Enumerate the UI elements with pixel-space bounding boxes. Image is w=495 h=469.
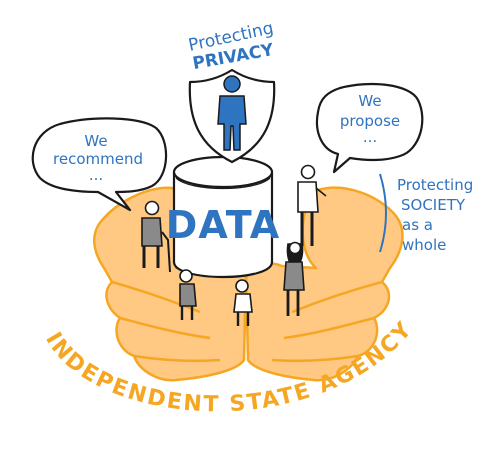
society-bracket <box>379 173 387 253</box>
adult-standing-icon <box>297 164 327 246</box>
left-speech-bubble-icon <box>31 117 168 212</box>
right-bubble-line1: We <box>358 92 381 110</box>
society-line4: whole <box>402 236 446 254</box>
person-icon <box>217 75 247 151</box>
left-bubble-line1: We <box>84 132 107 150</box>
data-label: DATA <box>166 203 280 247</box>
right-bubble-line3: ... <box>363 128 377 146</box>
open-hands <box>93 186 404 382</box>
society-line1: Protecting <box>397 176 473 194</box>
data-cylinder-icon <box>172 155 274 279</box>
society-line3: as a <box>402 216 433 234</box>
right-bubble-line2: propose <box>340 112 400 130</box>
left-bubble-line2: recommend <box>53 150 143 168</box>
child-white-icon <box>233 279 253 326</box>
left-bubble-line3: ... <box>89 166 103 184</box>
elderly-person-with-cane-icon <box>141 200 171 273</box>
child-grey-icon <box>179 269 197 320</box>
woman-long-hair-icon <box>283 241 305 316</box>
right-speech-bubble-icon <box>315 82 424 174</box>
society-line2: SOCIETY <box>401 196 466 214</box>
